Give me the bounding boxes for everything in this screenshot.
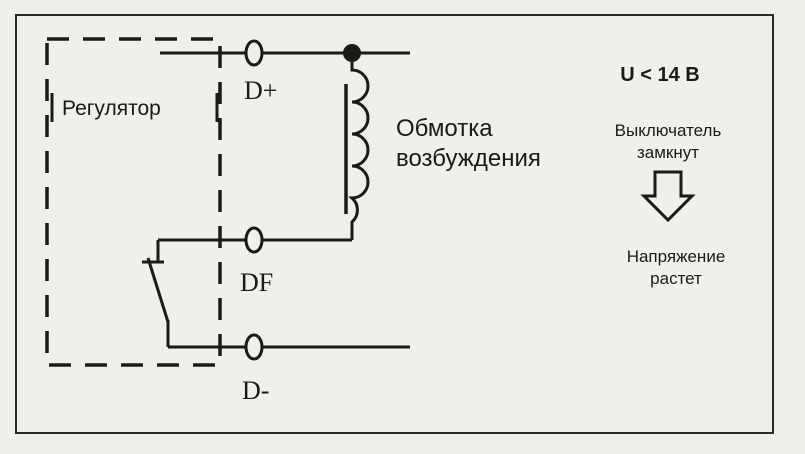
switch-blade: [146, 257, 170, 323]
d-plus-terminal: [244, 39, 264, 67]
df-terminal: [244, 226, 264, 254]
down-arrow-icon: [640, 170, 696, 223]
coil-label-line1: Обмотка: [396, 115, 493, 142]
terminal-label-d-minus: D-: [242, 376, 269, 405]
regulator-label: Регулятор: [62, 97, 161, 120]
coil-label-line2: возбуждения: [396, 145, 541, 172]
regulator-label-bg: [55, 92, 215, 122]
terminal-label-d-plus: D+: [244, 76, 277, 105]
voltage-condition: U < 14 B: [620, 64, 699, 86]
d-minus-terminal: [244, 333, 264, 361]
junction-dot: [343, 44, 361, 62]
switch-state-line2: замкнут: [637, 143, 699, 162]
terminal-label-df: DF: [240, 268, 273, 297]
result-line1: Напряжение: [627, 247, 726, 266]
outer-frame: [15, 14, 774, 434]
result-line2: растет: [650, 269, 702, 288]
regulator-dashed-box: [45, 37, 222, 367]
switch-state-line1: Выключатель: [615, 121, 722, 140]
field-winding-coil: [348, 62, 370, 240]
